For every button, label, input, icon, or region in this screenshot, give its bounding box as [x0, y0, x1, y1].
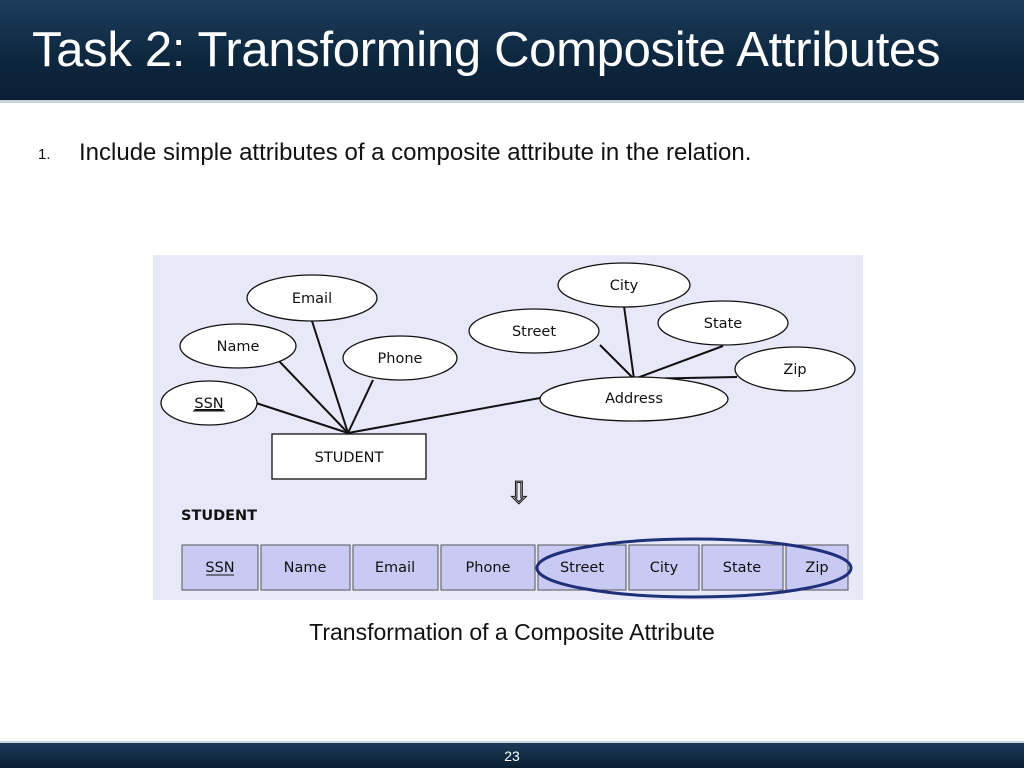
attr-name-shape [179, 323, 297, 369]
relation-table: SSN Name Email Phone Street City State Z… [181, 544, 849, 591]
attr-address-shape [539, 376, 729, 422]
bullet-text: Include simple attributes of a composite… [79, 139, 752, 166]
er-diagram-figure: Email Name Phone SSN City Street State Z… [153, 255, 863, 600]
column-zip: Zip [805, 560, 828, 576]
column-phone: Phone [466, 560, 511, 576]
attr-city-label: City [610, 278, 639, 294]
footer-bar: 23 [0, 741, 1024, 768]
line-state-address [633, 345, 724, 380]
figure-caption: Transformation of a Composite Attribute [309, 619, 715, 645]
column-name: Name [284, 560, 327, 576]
relation-name: STUDENT [181, 508, 257, 524]
attr-phone-shape [342, 335, 458, 381]
attr-phone-label: Phone [378, 351, 423, 367]
attr-address-label: Address [605, 391, 663, 407]
table-cell-city [628, 544, 700, 591]
table-cell-zip [785, 544, 849, 591]
column-street: Street [560, 560, 604, 576]
bullet-number: 1. [38, 146, 51, 163]
table-cell-name [260, 544, 351, 591]
table-cell-email [352, 544, 439, 591]
column-ssn: SSN [205, 560, 234, 576]
attr-city-shape [557, 262, 691, 308]
composite-highlight-ellipse [535, 537, 853, 599]
table-cell-phone [440, 544, 536, 591]
column-state: State [723, 560, 761, 576]
attr-email-shape [246, 274, 378, 322]
column-email: Email [375, 560, 415, 576]
line-street-address [599, 344, 635, 380]
slide-title: Task 2: Transforming Composite Attribute… [32, 23, 941, 77]
attr-name-label: Name [217, 339, 260, 355]
line-city-address [623, 305, 635, 380]
connector-lines [255, 305, 738, 434]
line-ssn-student [255, 402, 349, 434]
attr-street-shape [468, 308, 600, 354]
attr-state-label: State [704, 316, 742, 332]
line-email-student [311, 320, 349, 434]
page-number: 23 [504, 748, 520, 764]
attr-zip-label: Zip [783, 362, 806, 378]
attr-ssn-label: SSN [194, 396, 223, 412]
title-bar: Task 2: Transforming Composite Attribute… [0, 0, 1024, 103]
attr-email-label: Email [292, 291, 332, 307]
entity-student-shape [271, 433, 427, 480]
down-arrow-icon: ⇩ [506, 476, 531, 511]
attr-zip-shape [734, 346, 856, 392]
table-cell-street [537, 544, 627, 591]
table-cell-ssn [181, 544, 259, 591]
attr-state-shape [657, 300, 789, 346]
table-cell-state [701, 544, 784, 591]
line-address-student [347, 397, 541, 434]
attr-street-label: Street [512, 324, 556, 340]
er-diagram: Email Name Phone SSN City Street State Z… [160, 262, 856, 599]
column-city: City [650, 560, 679, 576]
line-name-student [278, 360, 349, 434]
attr-ssn-shape [160, 380, 258, 426]
line-phone-student [347, 379, 374, 434]
entity-student-label: STUDENT [315, 450, 384, 466]
